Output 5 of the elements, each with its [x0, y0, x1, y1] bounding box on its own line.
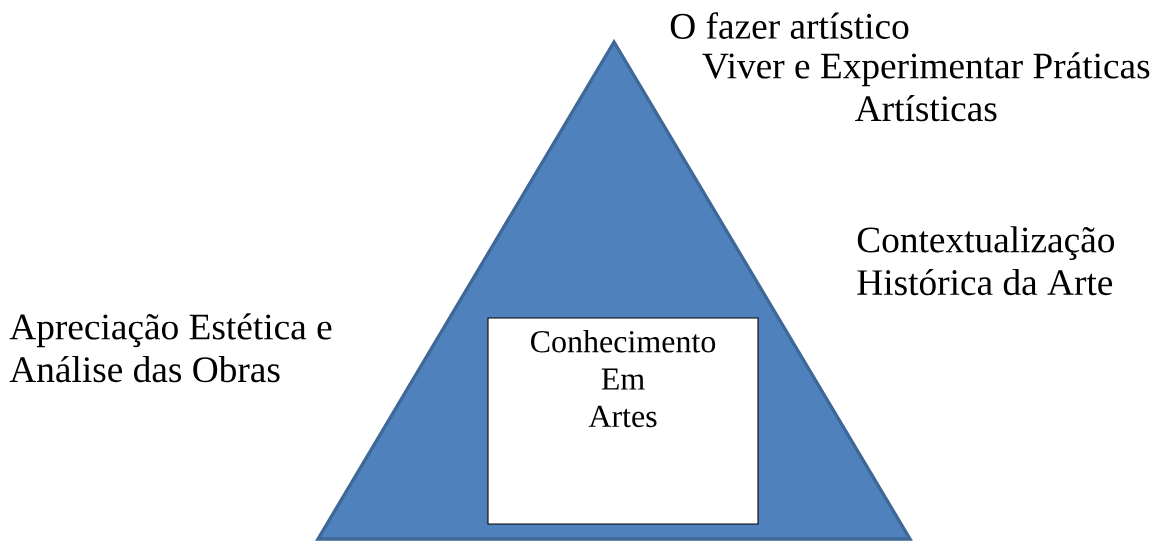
label: O fazer artístico	[670, 12, 909, 39]
label: Contextualização Histórica da Arte	[857, 226, 1115, 296]
label: Viver e Experimentar Práticas Artísticas	[702, 52, 1150, 122]
text-box: Conhecimento Em Artes	[487, 317, 759, 525]
label: Apreciação Estética e Análise das Obras	[9, 313, 332, 383]
